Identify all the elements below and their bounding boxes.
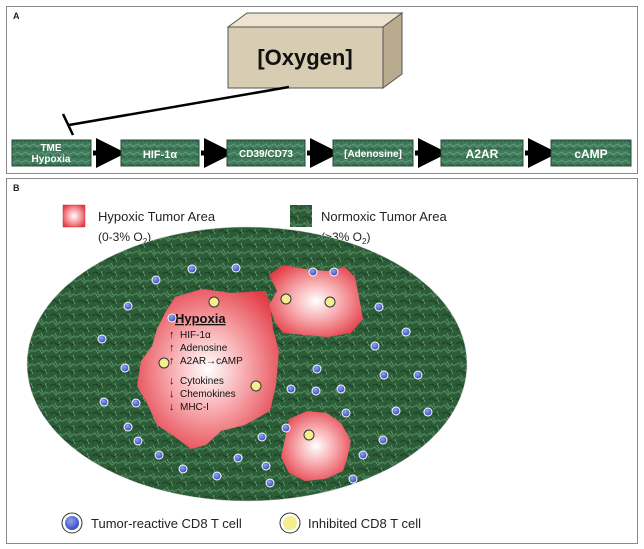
tumor-reactive-cell xyxy=(120,363,130,373)
effect-up-item: Adenosine xyxy=(180,343,228,354)
inhibited-cell xyxy=(280,293,292,305)
hypoxic-region-upper-right xyxy=(269,265,363,337)
effect-down-item: MHC-I xyxy=(180,402,209,413)
tumor-reactive-cells xyxy=(97,263,433,488)
panel-b: B Hypoxic Tumor Area (0-3% O2) xyxy=(6,178,638,544)
pathway-label: A2AR xyxy=(466,147,499,161)
inhibited-cell xyxy=(324,296,336,308)
panel-a-label: A xyxy=(13,11,20,21)
effect-up-item: A2AR→cAMP xyxy=(180,356,243,367)
pathway-box-a2ar: A2AR xyxy=(440,139,524,167)
tumor-reactive-cell xyxy=(281,423,291,433)
pathway-label: [Adenosine] xyxy=(344,149,402,160)
pathway-label: cAMP xyxy=(574,147,607,161)
pathway-box-cd39: CD39/CD73 xyxy=(226,139,306,167)
up-arrow-icon: ↑ xyxy=(169,329,175,341)
legend-hypoxic: Hypoxic Tumor Area (0-3% O2) xyxy=(62,204,216,246)
hypoxia-heading: Hypoxia xyxy=(175,311,226,326)
tumor-reactive-cell xyxy=(231,263,241,273)
effect-down-item: Chemokines xyxy=(180,389,236,400)
tumor-reactive-cell xyxy=(358,450,368,460)
tumor-reactive-cell xyxy=(154,450,164,460)
pathway-box-hif: HIF-1α xyxy=(120,139,200,167)
tumor-reactive-cell xyxy=(370,341,380,351)
tumor-reactive-cell xyxy=(257,432,267,442)
hypoxic-region-main xyxy=(137,289,279,449)
tumor-reactive-cell xyxy=(336,384,346,394)
tumor-reactive-cell xyxy=(212,471,222,481)
up-arrow-icon: ↑ xyxy=(169,342,175,354)
tumor-reactive-cell xyxy=(374,302,384,312)
tumor-reactive-cell xyxy=(401,327,411,337)
tumor-reactive-cell xyxy=(379,370,389,380)
legend-normoxic: Normoxic Tumor Area (>3% O2) xyxy=(290,205,447,246)
tumor-reactive-cell xyxy=(167,313,177,323)
inhibited-cell xyxy=(250,380,262,392)
hypoxic-swatch xyxy=(62,204,86,228)
tumor-reactive-cell xyxy=(233,453,243,463)
tumor-reactive-cell xyxy=(151,275,161,285)
tumor-reactive-cell xyxy=(348,474,358,484)
tumor-reactive-cell xyxy=(311,386,321,396)
pathway-box-adenosine: [Adenosine] xyxy=(332,139,414,167)
up-arrow-icon: ↑ xyxy=(169,355,175,367)
tumor-reactive-cell xyxy=(423,407,433,417)
pathway-label: TME xyxy=(40,143,61,154)
pathway-box-tme-hypoxia: TME Hypoxia xyxy=(11,139,92,167)
down-arrow-icon: ↓ xyxy=(169,388,175,400)
tumor-reactive-cell xyxy=(312,364,322,374)
legend-tumor-reactive-label: Tumor-reactive CD8 T cell xyxy=(91,516,242,531)
legend-tumor-reactive: Tumor-reactive CD8 T cell xyxy=(61,512,242,534)
inhibited-cell xyxy=(303,429,315,441)
effect-down-item: Cytokines xyxy=(180,376,224,387)
down-arrow-icon: ↓ xyxy=(169,401,175,413)
tumor-reactive-cell xyxy=(178,464,188,474)
legend-inhibited-label: Inhibited CD8 T cell xyxy=(308,516,421,531)
tumor-reactive-cell xyxy=(378,435,388,445)
inhibited-cells xyxy=(158,293,336,441)
tumor-reactive-cell xyxy=(99,397,109,407)
tumor-reactive-cell xyxy=(341,408,351,418)
tumor-reactive-swatch xyxy=(65,516,79,530)
inhibited-swatch xyxy=(283,516,297,530)
pathway-label: Hypoxia xyxy=(32,154,71,165)
hypoxia-effects: Hypoxia ↑ HIF-1α ↑ Adenosine ↑ A2AR→cAMP… xyxy=(169,311,243,413)
legend-hypoxic-title: Hypoxic Tumor Area xyxy=(98,209,216,224)
inhibited-cell xyxy=(208,296,220,308)
pathway-label: HIF-1α xyxy=(143,149,178,161)
tumor-reactive-cell xyxy=(261,461,271,471)
normoxic-swatch xyxy=(290,205,312,227)
hypoxic-region-lower-right xyxy=(281,411,351,481)
tumor-reactive-cell xyxy=(133,436,143,446)
pathway-label: CD39/CD73 xyxy=(239,149,293,160)
panel-a: A [Oxygen] TME Hypox xyxy=(6,6,638,174)
tumor-reactive-cell xyxy=(123,301,133,311)
inhibition-line xyxy=(61,85,290,136)
down-arrow-icon: ↓ xyxy=(169,375,175,387)
panel-b-diagram: Hypoxic Tumor Area (0-3% O2) Normoxic Tu… xyxy=(26,204,468,534)
legend-hypoxic-range: (0-3% O2) xyxy=(98,230,151,246)
tumor-reactive-cell xyxy=(131,398,141,408)
effect-up-item: HIF-1α xyxy=(180,330,211,341)
panel-b-label: B xyxy=(13,183,20,193)
tumor-reactive-cell xyxy=(286,384,296,394)
legend-normoxic-title: Normoxic Tumor Area xyxy=(321,209,447,224)
tumor-reactive-cell xyxy=(123,422,133,432)
legend-inhibited: Inhibited CD8 T cell xyxy=(279,512,421,534)
panel-a-diagram: [Oxygen] TME Hypoxia HIF-1α CD39/CD73 [A… xyxy=(11,12,632,168)
tumor-reactive-cell xyxy=(391,406,401,416)
tumor-reactive-cell xyxy=(308,267,318,277)
tumor-reactive-cell xyxy=(187,264,197,274)
tumor-reactive-cell xyxy=(329,267,339,277)
tumor-reactive-cell xyxy=(413,370,423,380)
tumor-reactive-cell xyxy=(265,478,275,488)
oxygen-box: [Oxygen] xyxy=(226,12,404,89)
pathway-box-camp: cAMP xyxy=(550,139,632,167)
inhibited-cell xyxy=(158,357,170,369)
tumor-reactive-cell xyxy=(97,334,107,344)
oxygen-label: [Oxygen] xyxy=(257,45,352,70)
